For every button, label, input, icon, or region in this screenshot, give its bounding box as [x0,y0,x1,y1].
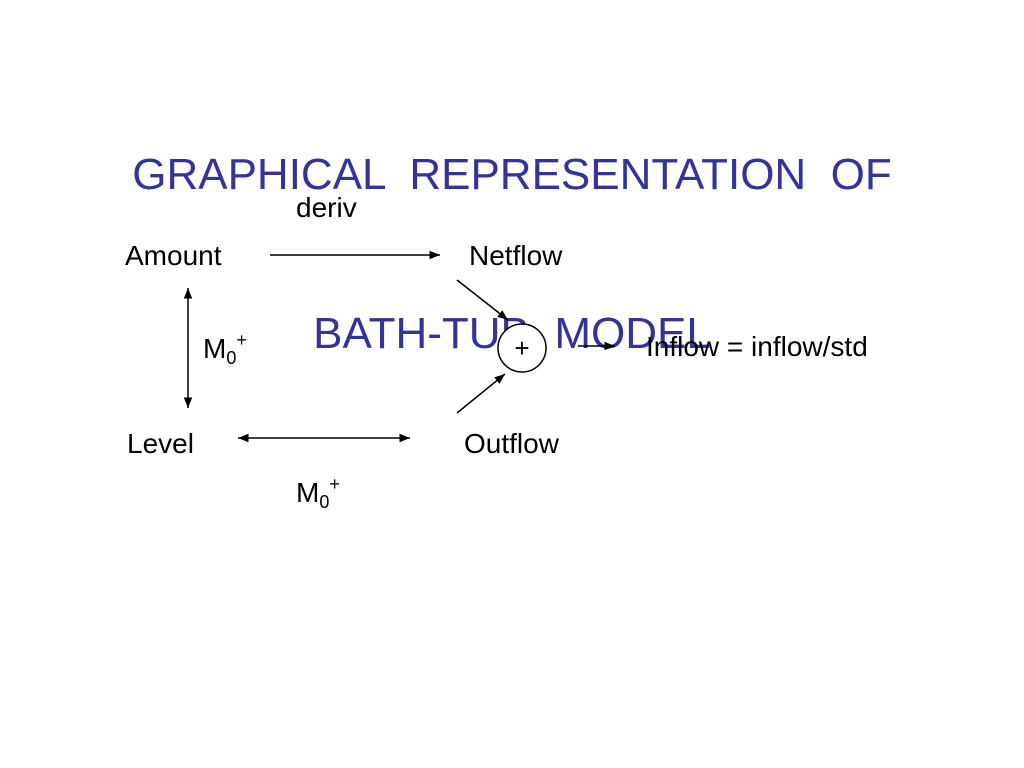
sum-node-plus: + [514,333,530,363]
sum-node-circle [497,323,547,373]
m0-bottom-base: M [296,477,320,508]
m0-left-base: M [203,333,227,364]
m0-left-sub: 0 [226,348,237,368]
m0-plus-left-label: M0+ [203,330,247,368]
level-label: Level [127,428,194,459]
m0-left-sup: + [236,330,247,350]
outflow-to-plus-arrow [456,373,506,414]
m0-bottom-sup: + [329,474,340,494]
netflow-to-plus-arrow [456,279,509,321]
slide-title: GRAPHICAL REPRESENTATION OF BATH-TUB MOD… [0,42,1024,466]
m0-plus-bottom-label: M0+ [296,474,340,512]
inflow-label: Inflow = inflow/std [646,331,868,362]
title-line-1: GRAPHICAL REPRESENTATION OF [132,150,892,199]
netflow-label: Netflow [469,240,563,271]
m0-bottom-sub: 0 [319,492,330,512]
title-line-2: BATH-TUB MODEL [313,309,711,358]
amount-label: Amount [125,240,222,271]
outflow-label: Outflow [464,428,559,459]
deriv-label: deriv [296,192,357,223]
